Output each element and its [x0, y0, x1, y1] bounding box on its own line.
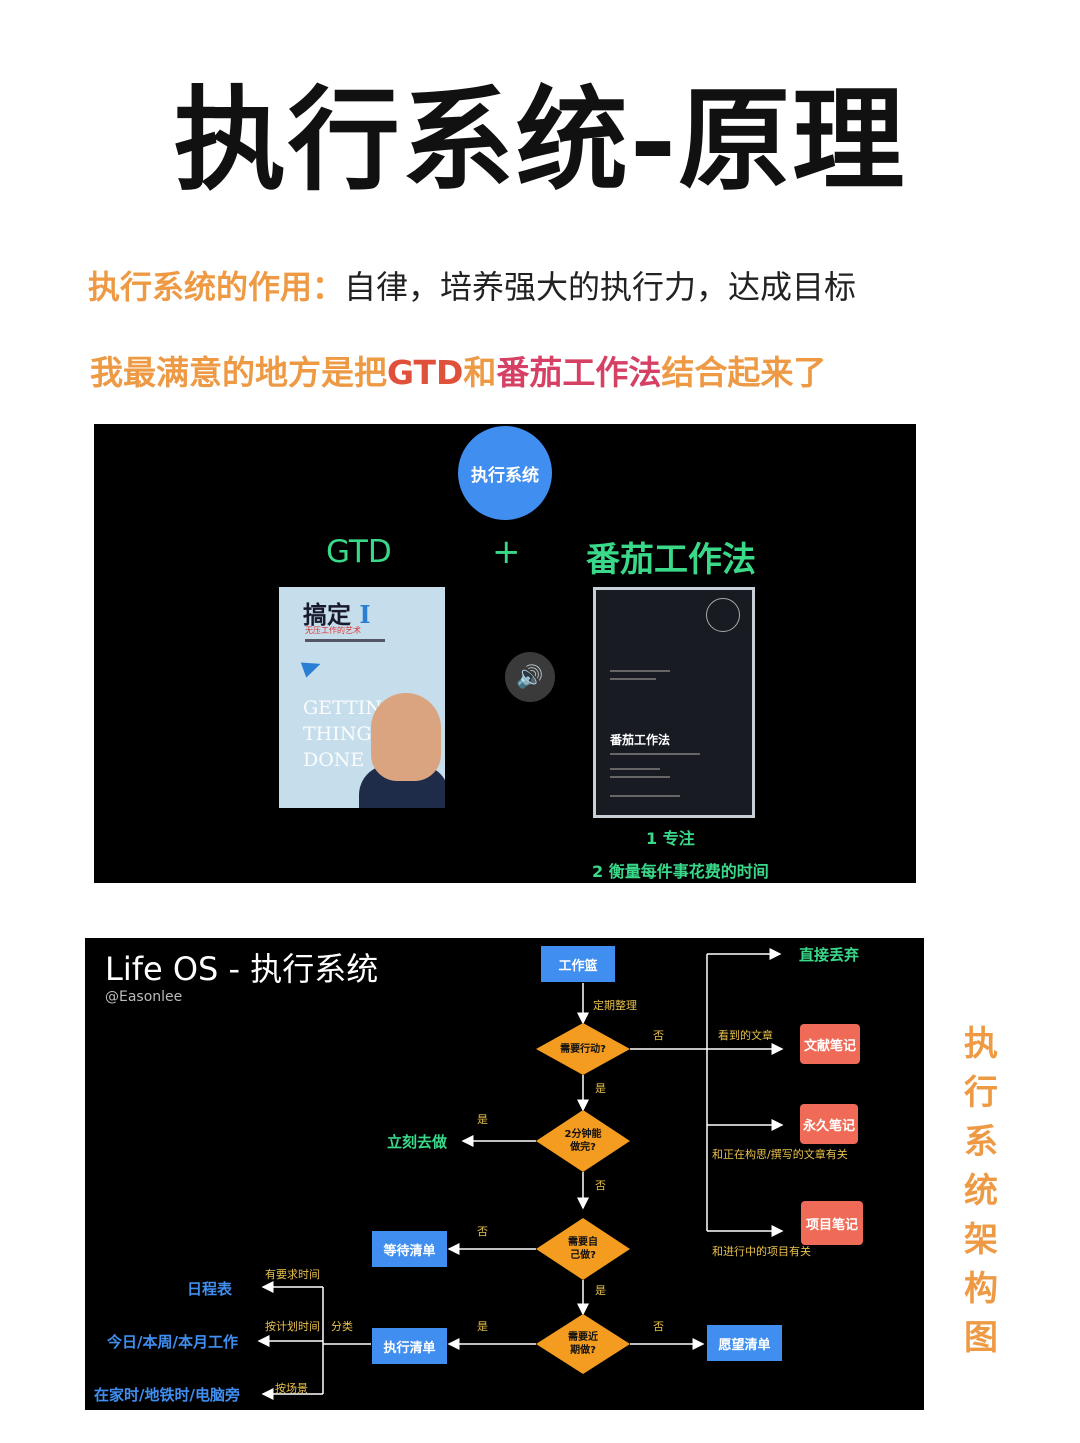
pomodoro-book-title: 番茄工作法 — [610, 733, 671, 747]
gtd-book-cover: 搞定 I 无压工作的艺术 GETTING THINGS DONE — [279, 587, 445, 808]
writing-related-label: 和正在构思/撰写的文章有关 — [712, 1148, 848, 1161]
slide-title: Life OS - 执行系统 — [105, 950, 379, 988]
intro-line: 执行系统的作用：自律，培养强大的执行力，达成目标 — [88, 262, 856, 308]
vertical-caption: 执 行 系 统 架 构 图 — [964, 1024, 998, 1358]
highlight-part3: 结合起来了 — [661, 353, 827, 392]
by-scene-label: 按场景 — [275, 1382, 308, 1395]
decision-two-minutes: 2分钟能做完? — [564, 1129, 602, 1153]
highlight-pomodoro: 番茄工作法 — [496, 353, 662, 392]
gtd-label: GTD — [326, 534, 392, 570]
flowchart-connectors — [257, 948, 784, 1400]
gtd-book-english-title: GETTING THINGS DONE — [303, 697, 398, 771]
classify-label: 分类 — [331, 1320, 353, 1333]
gtd-book-subtitle: 无压工作的艺术 — [305, 626, 361, 635]
execution-system-circle: 执行系统 — [458, 426, 552, 520]
plus-sign: + — [492, 532, 521, 572]
point-measure-time: 2 衡量每件事花费的时间 — [592, 862, 769, 881]
point-focus: 1 专注 — [646, 829, 695, 848]
permanent-note-node: 永久笔记 — [800, 1104, 858, 1144]
yes-label-4: 是 — [477, 1320, 488, 1333]
decision-need-action: 需要行动? — [560, 1044, 606, 1055]
waiting-list-node: 等待清单 — [372, 1231, 447, 1267]
no-label-3: 否 — [477, 1225, 488, 1238]
highlight-part1: 我最满意的地方是把 — [90, 353, 387, 392]
yes-label-1: 是 — [595, 1082, 606, 1095]
pomodoro-label: 番茄工作法 — [586, 540, 756, 580]
planned-time-label: 按计划时间 — [265, 1320, 320, 1333]
paper-plane-icon — [300, 656, 324, 678]
seen-article-label: 看到的文章 — [718, 1029, 773, 1042]
periodic-work-label: 今日/本周/本月工作 — [107, 1333, 238, 1351]
intro-text: 自律，培养强大的执行力，达成目标 — [344, 268, 857, 306]
pomodoro-book-cover: 番茄工作法 — [593, 587, 755, 818]
slide-author: @Easonlee — [105, 989, 183, 1005]
decision-do-myself: 需要自己做? — [568, 1237, 598, 1261]
review-label: 定期整理 — [593, 999, 637, 1012]
inbox-node: 工作篮 — [541, 946, 615, 982]
no-label-4: 否 — [653, 1320, 664, 1333]
highlight-line: 我最满意的地方是把GTD和番茄工作法结合起来了 — [90, 346, 826, 394]
do-now-label: 立刻去做 — [387, 1133, 448, 1151]
project-note-node: 项目笔记 — [801, 1201, 863, 1245]
architecture-slide: Life OS - 执行系统 @Easonlee — [85, 938, 924, 1410]
award-seal-icon — [706, 598, 740, 632]
author-photo — [371, 693, 441, 781]
yes-label-3: 是 — [595, 1284, 606, 1297]
speaker-icon[interactable]: 🔊 — [505, 652, 555, 702]
discard-label: 直接丢弃 — [799, 946, 860, 964]
page-title: 执行系统-原理 — [173, 75, 907, 206]
intro-label: 执行系统的作用： — [88, 268, 345, 306]
highlight-gtd: GTD — [387, 353, 464, 392]
project-related-label: 和进行中的项目有关 — [712, 1245, 811, 1258]
calendar-label: 日程表 — [187, 1280, 233, 1298]
decision-do-soon: 需要近期做? — [568, 1332, 598, 1356]
yes-label-2: 是 — [477, 1113, 488, 1126]
gtd-book-author-line — [305, 639, 385, 642]
principle-slide: 执行系统 GTD + 番茄工作法 搞定 I 无压工作的艺术 GETTING TH… — [94, 424, 916, 883]
highlight-part2: 和 — [463, 353, 497, 392]
time-required-label: 有要求时间 — [265, 1268, 320, 1281]
literature-note-node: 文献笔记 — [800, 1024, 860, 1064]
no-label-1: 否 — [653, 1029, 664, 1042]
context-label: 在家时/地铁时/电脑旁 — [94, 1386, 240, 1404]
no-label-2: 否 — [595, 1179, 606, 1192]
wish-list-node: 愿望清单 — [707, 1325, 782, 1361]
gtd-book-title: 搞定 I — [303, 600, 371, 629]
action-list-node: 执行清单 — [372, 1328, 447, 1364]
